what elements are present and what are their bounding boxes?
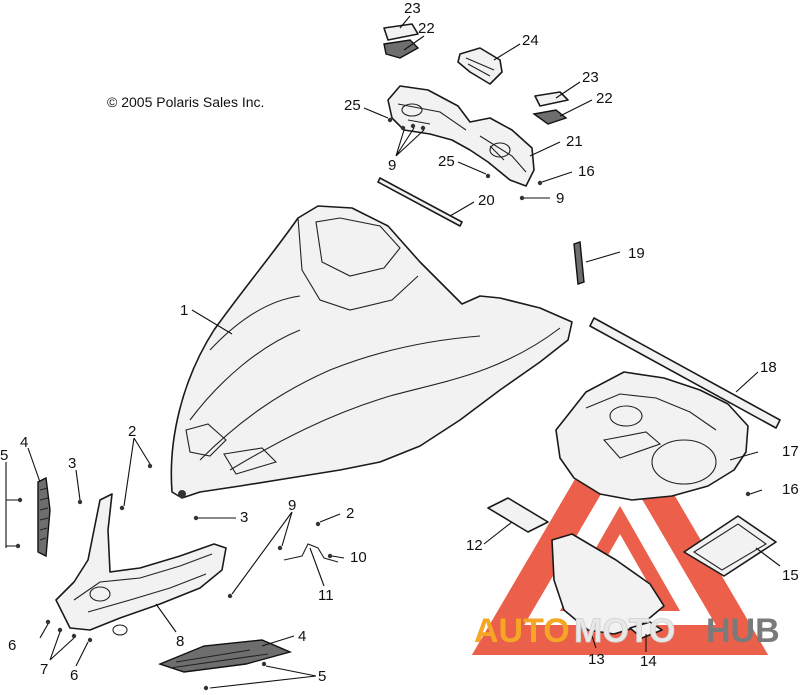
callout-5-left: 5 bbox=[0, 447, 8, 464]
fastener-10 bbox=[327, 553, 333, 559]
callout-3-left: 3 bbox=[68, 455, 76, 472]
fastener-7-a bbox=[57, 627, 63, 633]
callout-8: 8 bbox=[176, 633, 184, 650]
fastener-16-top bbox=[537, 180, 543, 186]
callout-23-top: 23 bbox=[404, 0, 421, 17]
callout-16-right: 16 bbox=[782, 481, 799, 498]
callout-4-left: 4 bbox=[20, 434, 28, 451]
callout-2-left: 2 bbox=[128, 423, 136, 440]
part-17-console bbox=[555, 371, 749, 501]
part-22-top bbox=[383, 39, 420, 59]
part-4-left-grille bbox=[37, 476, 51, 558]
callout-7: 7 bbox=[40, 661, 48, 678]
callout-2-right: 2 bbox=[346, 505, 354, 522]
callout-6-left: 6 bbox=[8, 637, 16, 654]
fastener-9-mid-a bbox=[277, 545, 283, 551]
part-8-bumper bbox=[55, 493, 227, 631]
fastener-9-c bbox=[420, 125, 426, 131]
watermark-text-auto: AUTO bbox=[474, 612, 570, 650]
fastener-9-a bbox=[400, 125, 406, 131]
part-22-right bbox=[532, 109, 568, 125]
fastener-7-b bbox=[71, 633, 77, 639]
fastener-6-a bbox=[45, 619, 51, 625]
callout-19: 19 bbox=[628, 245, 645, 262]
fastener-2-right bbox=[315, 521, 321, 527]
fastener-25-left bbox=[387, 117, 393, 123]
part-19 bbox=[573, 241, 585, 285]
leader-lines bbox=[5, 15, 781, 689]
fastener-5-b bbox=[15, 543, 21, 549]
part-12 bbox=[487, 497, 549, 533]
callout-21: 21 bbox=[566, 133, 583, 150]
watermark-text: AUTO MOTO HUB bbox=[474, 612, 780, 651]
fastener-2-b bbox=[147, 463, 153, 469]
fastener-2-left bbox=[119, 505, 125, 511]
callout-17: 17 bbox=[782, 443, 799, 460]
callout-22-right: 22 bbox=[596, 90, 613, 107]
part-14 bbox=[629, 621, 663, 639]
part-11-bracket bbox=[283, 543, 339, 563]
callout-10: 10 bbox=[350, 549, 367, 566]
callout-9-mid: 9 bbox=[288, 497, 296, 514]
fastener-25-mid bbox=[485, 173, 491, 179]
callout-22-top: 22 bbox=[418, 20, 435, 37]
watermark-text-moto: MOTO bbox=[574, 612, 675, 650]
callout-4-lower: 4 bbox=[298, 628, 306, 645]
callout-20: 20 bbox=[478, 192, 495, 209]
fastener-9-mid-b bbox=[227, 593, 233, 599]
hood-emblem bbox=[178, 490, 186, 498]
fastener-16-right bbox=[745, 491, 751, 497]
fastener-3-mid bbox=[193, 515, 199, 521]
callout-11: 11 bbox=[318, 587, 334, 604]
callout-14: 14 bbox=[640, 653, 657, 670]
watermark-text-hub: HUB bbox=[706, 612, 780, 650]
callout-24: 24 bbox=[522, 32, 539, 49]
callout-25-mid: 25 bbox=[438, 153, 455, 170]
callout-9-left: 9 bbox=[388, 157, 396, 174]
fastener-9-b bbox=[410, 123, 416, 129]
fastener-9-right bbox=[519, 195, 525, 201]
part-23-right bbox=[534, 91, 569, 107]
fastener-6-b bbox=[87, 637, 93, 643]
part-24 bbox=[457, 47, 503, 85]
callout-15: 15 bbox=[782, 567, 799, 584]
callout-6-right: 6 bbox=[70, 667, 78, 684]
copyright-text: © 2005 Polaris Sales Inc. bbox=[107, 94, 264, 110]
fastener-3-left bbox=[77, 499, 83, 505]
callout-23-right: 23 bbox=[582, 69, 599, 86]
fastener-5-lower-b bbox=[203, 685, 209, 691]
callout-9-right: 9 bbox=[556, 190, 564, 207]
callout-16-top: 16 bbox=[578, 163, 595, 180]
callout-12: 12 bbox=[466, 537, 483, 554]
part-21-dash-housing bbox=[387, 85, 535, 187]
fastener-5-lower-a bbox=[261, 661, 267, 667]
part-18-strip bbox=[589, 317, 781, 429]
part-20-strip bbox=[377, 177, 463, 227]
callout-18: 18 bbox=[760, 359, 777, 376]
callout-5-lower: 5 bbox=[318, 668, 326, 685]
part-1-hood bbox=[170, 205, 573, 499]
callout-3-mid: 3 bbox=[240, 509, 248, 526]
part-4-lower-grille bbox=[157, 639, 293, 673]
callout-25-left: 25 bbox=[344, 97, 361, 114]
callout-13: 13 bbox=[588, 651, 605, 668]
fastener-5-a bbox=[17, 497, 23, 503]
callout-1: 1 bbox=[180, 302, 188, 319]
